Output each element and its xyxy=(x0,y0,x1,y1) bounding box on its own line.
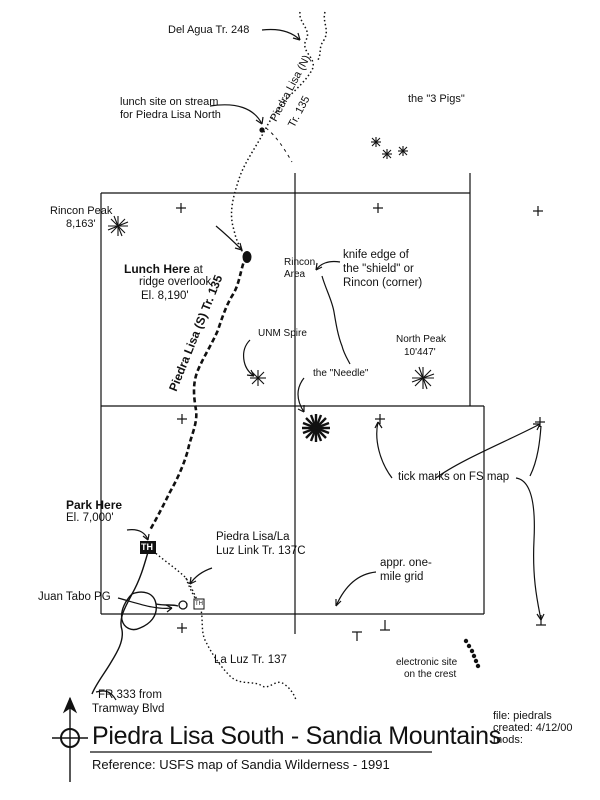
del-agua-label: Del Agua Tr. 248 xyxy=(168,24,250,36)
rincon-area-label-1: Rincon xyxy=(284,257,316,268)
lunch-here-label-2: ridge overlook xyxy=(139,276,212,288)
electronic-site-label-2: on the crest xyxy=(404,669,457,680)
la-luz-label: La Luz Tr. 137 xyxy=(214,654,287,666)
lunch-site-label-2: for Piedra Lisa North xyxy=(120,109,221,121)
lunch-here-bold: Lunch Here xyxy=(124,262,191,276)
knife-edge-ridge xyxy=(321,275,351,365)
trailhead-label: TH xyxy=(141,542,153,552)
knife-edge-label-1: knife edge of xyxy=(343,249,409,261)
lunch-here-label-1: Lunch Here at xyxy=(124,262,203,277)
trailhead-small-label: TH xyxy=(195,601,203,607)
needle-label: the "Needle" xyxy=(313,368,369,379)
lunch-site-north-marker xyxy=(259,127,265,133)
fr333-road xyxy=(91,551,149,695)
file-info-line-3: mods: xyxy=(493,734,523,746)
peak-icon xyxy=(107,137,435,390)
north-peak-label-2: 10'447' xyxy=(404,347,436,358)
knife-edge-label-2: the "shield" or xyxy=(343,263,414,275)
electronic-site-icon xyxy=(463,638,481,669)
trailhead-icon xyxy=(140,541,205,610)
three-pigs-label: the "3 Pigs" xyxy=(408,93,465,105)
file-info-line-2: created: 4/12/00 xyxy=(493,722,573,734)
road-spur xyxy=(155,603,179,607)
piedra-lisa-north-trail xyxy=(230,11,314,255)
lunch-here-at: at xyxy=(190,264,203,276)
file-info-line-1: file: piedrals xyxy=(493,710,552,722)
north-peak-label-1: North Peak xyxy=(396,334,447,345)
lunch-here-marker xyxy=(242,251,252,263)
piedra-lisa-south-trail xyxy=(148,255,248,531)
tick-marks-label: tick marks on FS map xyxy=(398,471,510,483)
electronic-site-label-1: electronic site xyxy=(396,657,458,668)
del-agua-trail xyxy=(317,11,328,61)
lunch-site-label-1: lunch site on stream xyxy=(120,96,219,108)
fr333-label-1: FR 333 from xyxy=(98,689,162,701)
map-title: Piedra Lisa South - Sandia Mountains xyxy=(92,722,501,750)
rincon-peak-label-1: Rincon Peak xyxy=(50,205,113,217)
mile-grid xyxy=(100,173,485,634)
juan-tabo-loop xyxy=(120,591,157,631)
rincon-area-label-2: Area xyxy=(284,269,306,280)
rincon-peak-label-2: 8,163' xyxy=(66,218,96,230)
juan-tabo-label: Juan Tabo PG xyxy=(38,591,111,603)
grid-label-1: appr. one- xyxy=(380,557,432,569)
la-luz-trail xyxy=(149,547,297,701)
park-here-label-1: Park Here xyxy=(66,498,123,512)
rock-formation-icon xyxy=(302,414,330,442)
grid-label-2: mile grid xyxy=(380,571,424,583)
link-trail-label-2: Luz Link Tr. 137C xyxy=(216,545,306,557)
park-here-label-2: El. 7,000' xyxy=(66,512,114,524)
stream-line xyxy=(265,127,293,163)
annotation-arrows xyxy=(95,28,545,701)
reference-note: Reference: USFS map of Sandia Wilderness… xyxy=(92,757,390,772)
unm-spire-label: UNM Spire xyxy=(258,328,307,339)
compass-icon xyxy=(52,696,88,782)
fr333-label-2: Tramway Blvd xyxy=(92,703,165,715)
link-trail-label-1: Piedra Lisa/La xyxy=(216,531,290,543)
knife-edge-label-3: Rincon (corner) xyxy=(343,277,423,289)
lunch-here-label-3: El. 8,190' xyxy=(141,290,189,302)
